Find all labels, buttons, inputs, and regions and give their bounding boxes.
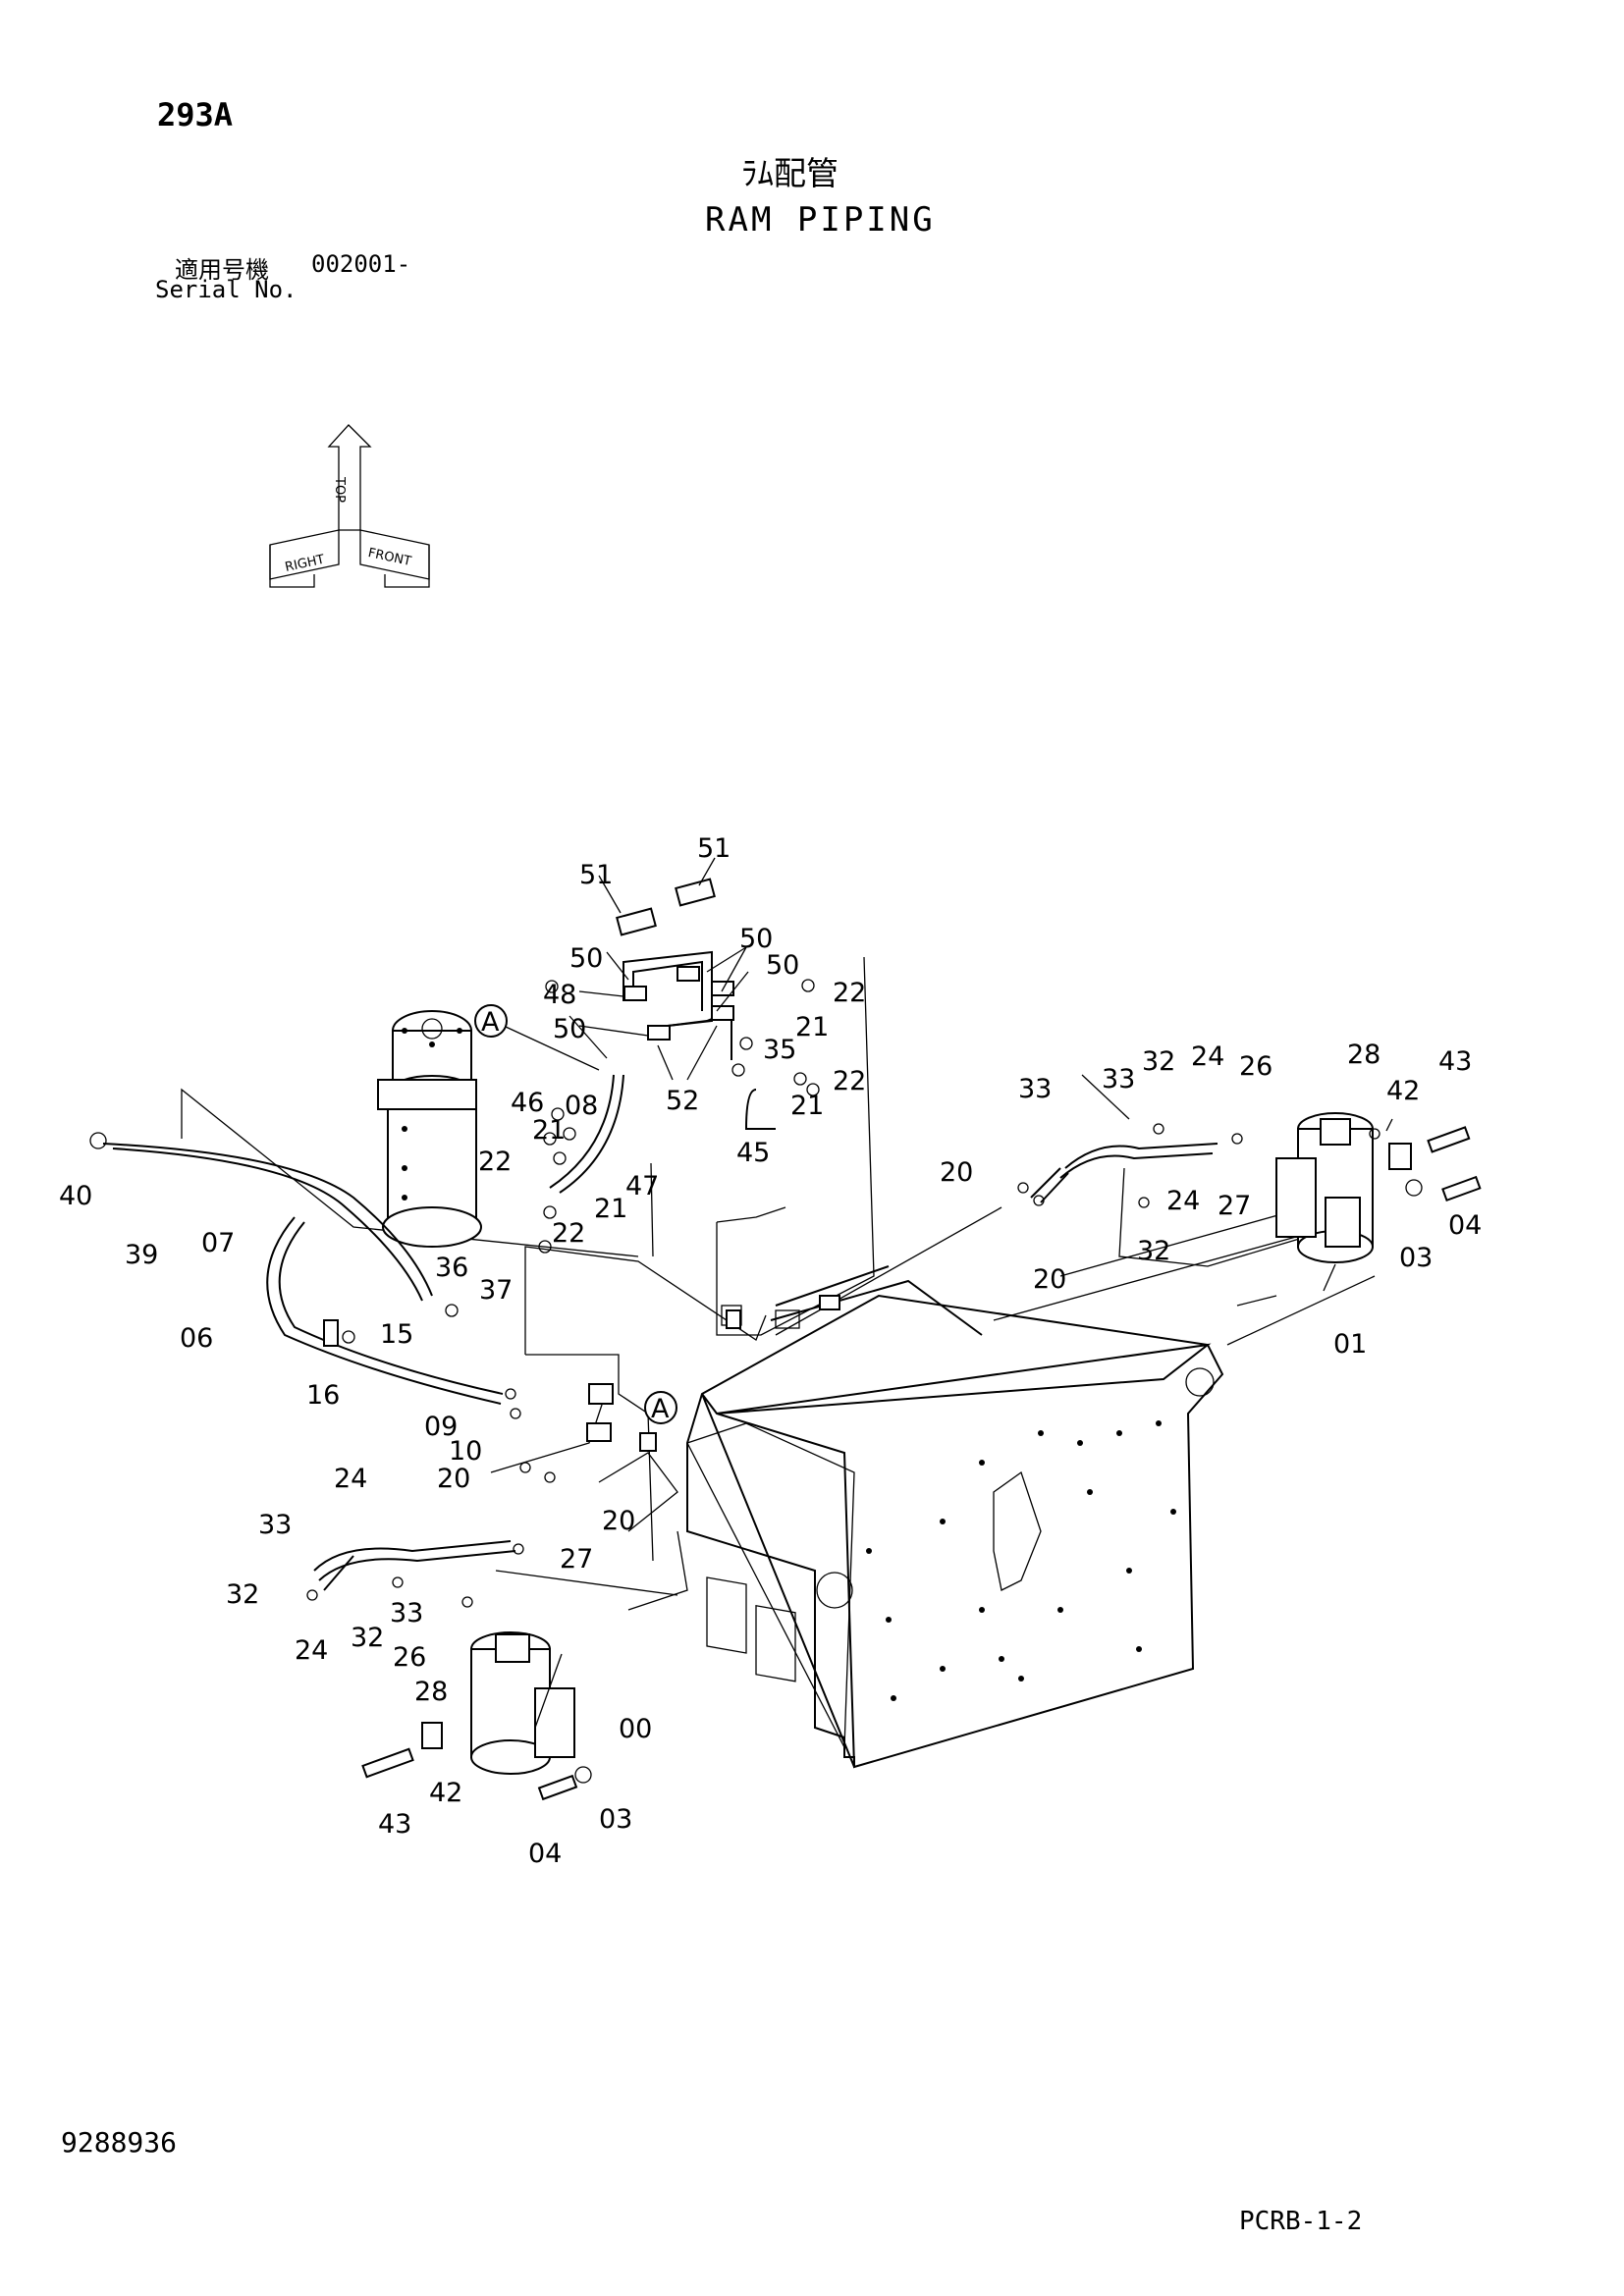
callout-21: 21 — [594, 1194, 627, 1224]
title-japanese: ﾗﾑ配管 — [741, 154, 839, 192]
callout-03: 03 — [599, 1804, 632, 1835]
assembly-lines — [181, 956, 1376, 1611]
callout-33: 33 — [1102, 1064, 1135, 1095]
callout-47: 47 — [625, 1171, 659, 1201]
callout-42: 42 — [429, 1778, 462, 1808]
callout-48: 48 — [543, 980, 576, 1010]
callout-32: 32 — [1142, 1046, 1175, 1077]
callout-10: 10 — [449, 1436, 482, 1467]
callout-04: 04 — [528, 1839, 562, 1869]
view-marker-a-lower-label: A — [651, 1394, 670, 1424]
serial-label-japanese: 適用号機 — [175, 256, 269, 284]
callout-24: 24 — [334, 1464, 367, 1494]
doc-code: 293A — [157, 96, 234, 133]
view-marker-a-upper-label: A — [481, 1007, 500, 1038]
view-marker-a-lower: A — [644, 1391, 677, 1424]
callout-27: 27 — [560, 1544, 593, 1575]
leader-lines — [492, 857, 1393, 1729]
callout-22: 22 — [478, 1147, 512, 1177]
callout-21: 21 — [795, 1012, 829, 1042]
callout-51: 51 — [579, 860, 613, 890]
serial-label-english: Serial No. — [155, 276, 298, 303]
hoses — [102, 950, 1218, 1591]
callout-28: 28 — [1347, 1040, 1380, 1070]
orientation-top-label: TOP — [332, 476, 347, 503]
callout-27: 27 — [1218, 1191, 1251, 1221]
callout-21: 21 — [790, 1091, 824, 1121]
title-english: RAM PIPING — [705, 200, 936, 240]
clamps — [89, 878, 1380, 1608]
serial-value: 002001- — [311, 250, 411, 278]
callout-35: 35 — [763, 1035, 796, 1065]
callout-36: 36 — [435, 1253, 468, 1283]
callout-33: 33 — [1018, 1074, 1052, 1104]
callout-32: 32 — [1137, 1236, 1170, 1266]
callout-20: 20 — [437, 1464, 470, 1494]
callout-06: 06 — [180, 1323, 213, 1354]
callout-20: 20 — [1033, 1264, 1066, 1295]
callout-32: 32 — [351, 1623, 384, 1653]
callout-22: 22 — [552, 1218, 585, 1249]
main-frame — [686, 1294, 1224, 1769]
callout-39: 39 — [125, 1240, 158, 1270]
callout-50: 50 — [766, 950, 799, 981]
callout-33: 33 — [258, 1510, 292, 1540]
callout-07: 07 — [201, 1228, 235, 1258]
callout-20: 20 — [940, 1157, 973, 1188]
callout-21: 21 — [532, 1115, 566, 1146]
callout-45: 45 — [736, 1138, 770, 1168]
callout-50: 50 — [739, 924, 773, 954]
callout-24: 24 — [1166, 1186, 1200, 1216]
callout-33: 33 — [390, 1598, 423, 1629]
drawing-number: 9288936 — [61, 2126, 178, 2159]
orientation-front-label: FRONT — [366, 546, 412, 569]
view-marker-a-upper: A — [474, 1004, 508, 1038]
callout-24: 24 — [295, 1635, 328, 1666]
callout-46: 46 — [511, 1088, 544, 1118]
orientation-indicator: TOP RIGHT FRONT — [269, 424, 430, 588]
callout-01: 01 — [1333, 1329, 1367, 1360]
callout-22: 22 — [833, 1066, 866, 1096]
callout-32: 32 — [226, 1579, 259, 1610]
callout-51: 51 — [697, 833, 731, 864]
part-callouts: 01 00 03 03 04 04 06 07 08 09 10 15 16 2… — [59, 833, 1482, 1869]
callout-43: 43 — [1438, 1046, 1472, 1077]
cylinder-right — [1275, 1112, 1482, 1263]
callout-37: 37 — [479, 1275, 513, 1306]
callout-52: 52 — [666, 1086, 699, 1116]
callout-40: 40 — [59, 1181, 92, 1211]
callout-04: 04 — [1448, 1210, 1482, 1241]
callout-24: 24 — [1191, 1041, 1224, 1072]
callout-42: 42 — [1386, 1076, 1420, 1106]
callout-09: 09 — [424, 1412, 458, 1442]
page-code: PCRB-1-2 — [1239, 2207, 1363, 2236]
callout-26: 26 — [393, 1642, 426, 1673]
callout-50: 50 — [569, 943, 603, 974]
callout-50: 50 — [553, 1014, 586, 1044]
callout-03: 03 — [1399, 1243, 1433, 1273]
callout-08: 08 — [565, 1091, 598, 1121]
callout-00: 00 — [619, 1714, 652, 1744]
callout-26: 26 — [1239, 1051, 1272, 1082]
callout-28: 28 — [414, 1677, 448, 1707]
callout-43: 43 — [378, 1809, 411, 1840]
callout-15: 15 — [380, 1319, 413, 1350]
callout-22: 22 — [833, 978, 866, 1008]
swivel-joint — [377, 1010, 482, 1248]
callout-20: 20 — [602, 1506, 635, 1536]
cylinder-left — [361, 1631, 592, 1801]
callout-16: 16 — [306, 1380, 340, 1411]
